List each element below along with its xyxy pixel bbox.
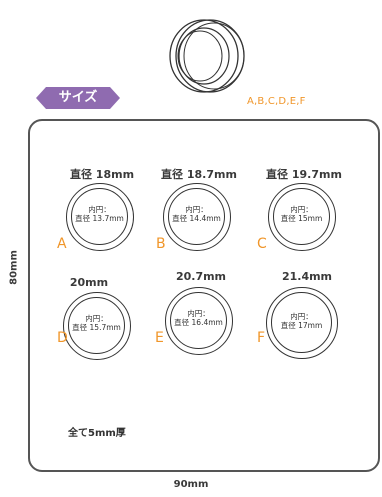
ring-a-title: 直径 18mm	[69, 168, 135, 181]
ring-c-inner-circle	[273, 188, 330, 245]
ring-a: 内円： 直径 13.7mm	[66, 183, 134, 251]
ring-c-inner-label: 内円：	[290, 205, 313, 214]
ring-b-inner-label: 内円：	[185, 205, 208, 214]
ring-d-title: 20mm	[69, 276, 109, 289]
ring-e-title: 20.7mm	[175, 270, 227, 283]
ring-a-inner-circle	[71, 188, 128, 245]
ring-f-letter: F	[257, 330, 266, 346]
size-board	[28, 119, 380, 472]
ring-d-inner-circle	[68, 297, 125, 354]
ring-a-letter: A	[57, 236, 67, 252]
ring-e-inner-circle	[170, 292, 227, 349]
ring-e: 内円： 直径 16.4mm	[165, 287, 233, 355]
ring-d: 内円： 直径 15.7mm	[63, 292, 131, 360]
ring-b-title: 直径 18.7mm	[161, 168, 237, 181]
ring-f-inner-value: 直径 17mm	[280, 321, 323, 330]
ring-b-inner-value: 直径 14.4mm	[172, 214, 221, 223]
ring-c: 内円： 直径 15mm	[268, 183, 336, 251]
ring-f-inner-circle	[271, 292, 332, 353]
thickness-note: 全て5mm厚	[68, 428, 126, 439]
ring-a-inner-label: 内円：	[88, 205, 111, 214]
ring-c-letter: C	[257, 236, 267, 252]
ring-c-inner-value: 直径 15mm	[280, 214, 323, 223]
ring-b-letter: B	[156, 236, 166, 252]
ring-a-inner-value: 直径 13.7mm	[75, 214, 124, 223]
ring-d-letter: D	[57, 330, 68, 346]
ring-f-inner-label: 内円：	[290, 312, 313, 321]
ring-e-inner-value: 直径 16.4mm	[174, 318, 223, 327]
width-dimension: 90mm	[173, 479, 209, 490]
ring-b: 内円： 直径 14.4mm	[163, 183, 231, 251]
size-badge-label: サイズ	[58, 90, 98, 105]
ring-e-inner-label: 内円：	[187, 309, 210, 318]
ring-illustration-icon	[169, 19, 245, 93]
size-badge-shape	[36, 87, 120, 109]
ring-d-inner-label: 内円：	[85, 314, 108, 323]
variants-label: A,B,C,D,E,F	[247, 96, 306, 107]
height-dimension: 80mm	[8, 250, 20, 285]
ring-d-inner-value: 直径 15.7mm	[72, 323, 121, 332]
ring-b-inner-circle	[168, 188, 225, 245]
ring-c-title: 直径 19.7mm	[266, 168, 342, 181]
ring-f: 内円： 直径 17mm	[266, 287, 338, 359]
ring-e-letter: E	[155, 330, 164, 346]
ring-f-title: 21.4mm	[281, 270, 333, 283]
